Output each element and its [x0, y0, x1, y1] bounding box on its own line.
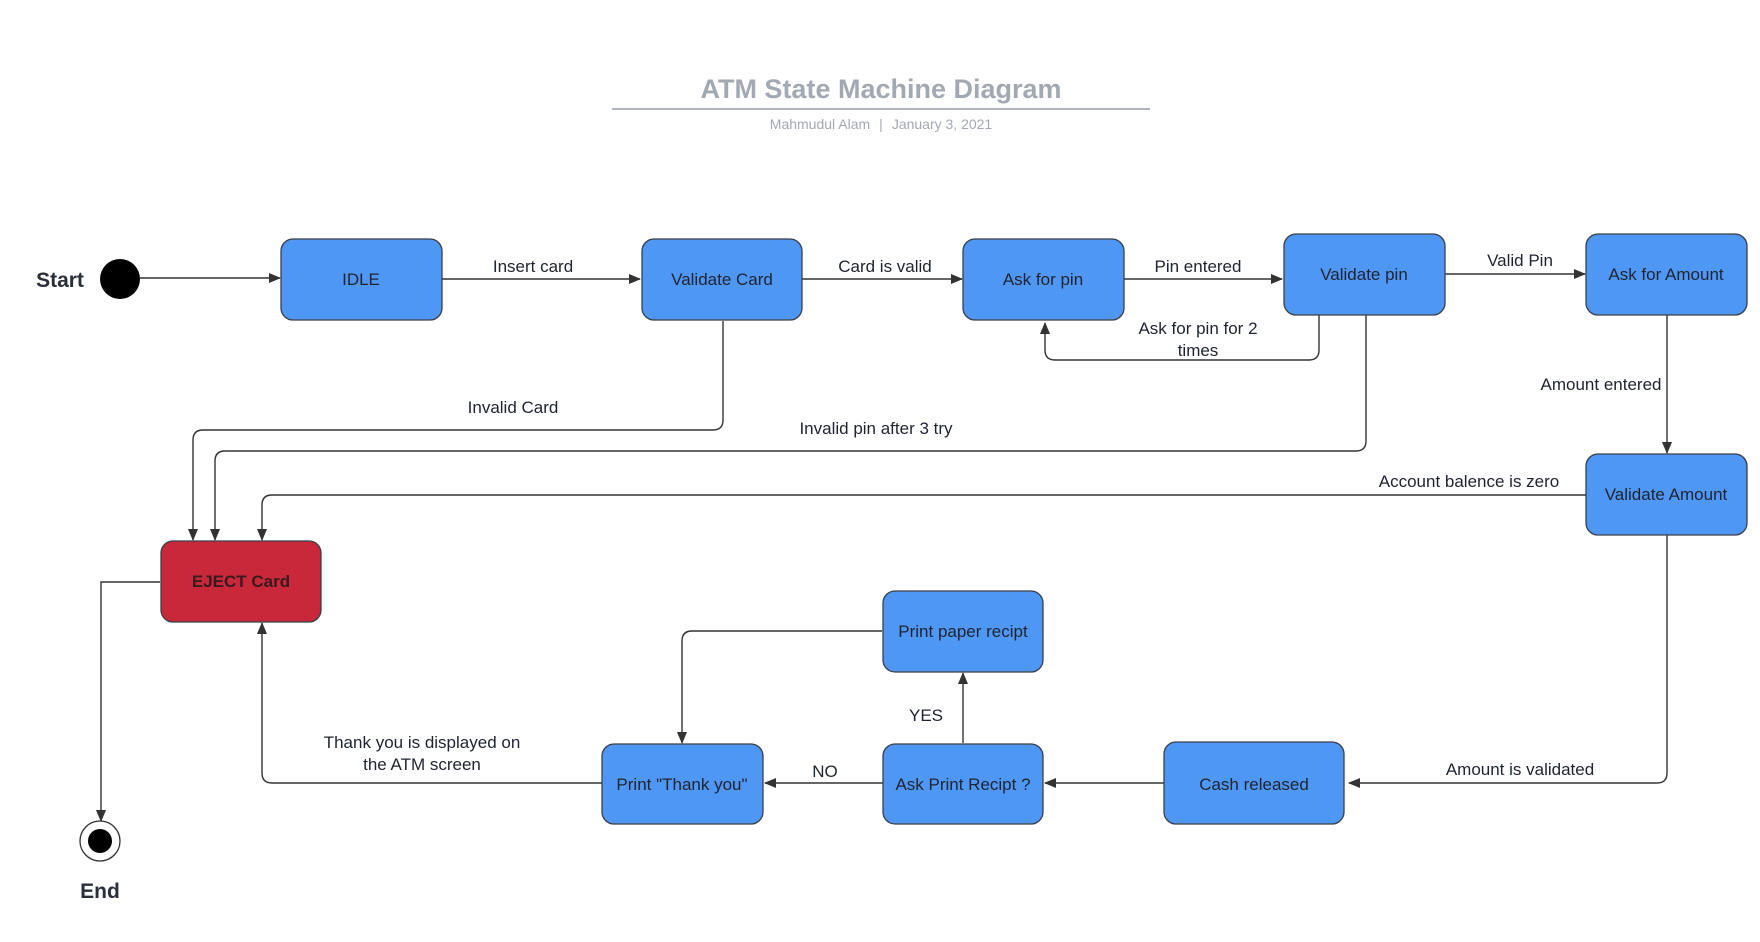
state-validate-card — [641, 238, 803, 321]
edge-amount-validated — [1348, 535, 1668, 788]
label-cash-released: Cash released — [1199, 775, 1309, 794]
label-ask-print: Ask Print Recipt ? — [895, 775, 1030, 794]
start-label: Start — [36, 269, 84, 292]
title-underline — [612, 108, 1150, 110]
label-retry-1: Ask for pin for 2 — [1138, 319, 1257, 338]
state-validate-amount — [1585, 453, 1748, 536]
end-label: End — [80, 880, 120, 903]
label-thank-2: the ATM screen — [363, 755, 481, 774]
label-card-valid: Card is valid — [838, 257, 932, 276]
label-pin-entered: Pin entered — [1155, 257, 1242, 276]
label-no: NO — [812, 762, 838, 781]
diagram-subtitle: Mahmudul Alam | January 3, 2021 — [612, 116, 1150, 132]
state-nodes — [160, 233, 1748, 825]
edge-invalid-card — [188, 321, 724, 541]
label-eject-card: EJECT Card — [192, 572, 290, 591]
label-invalid-pin: Invalid pin after 3 try — [799, 419, 953, 438]
label-amount-validated: Amount is validated — [1446, 760, 1594, 779]
state-validate-pin — [1283, 233, 1446, 316]
label-validate-amount: Validate Amount — [1605, 485, 1728, 504]
label-insert-card: Insert card — [493, 257, 573, 276]
label-idle: IDLE — [342, 270, 380, 289]
label-ask-pin: Ask for pin — [1003, 270, 1083, 289]
state-ask-print — [882, 743, 1044, 825]
label-yes: YES — [909, 706, 943, 725]
state-cash-released — [1163, 741, 1345, 825]
end-dot — [88, 829, 112, 853]
diagram-date: January 3, 2021 — [891, 116, 993, 132]
state-eject-card — [160, 540, 322, 623]
label-validate-card: Validate Card — [671, 270, 773, 289]
edge-validate-pin-retry — [1040, 315, 1320, 361]
state-labels: IDLE Validate Card Ask for pin Validate … — [192, 265, 1728, 794]
label-valid-pin: Valid Pin — [1487, 251, 1553, 270]
edge-balance-zero — [257, 494, 1589, 541]
state-print-paper — [882, 590, 1044, 673]
state-ask-pin — [962, 238, 1125, 321]
state-print-thank-you — [601, 743, 764, 825]
start-node — [100, 259, 140, 299]
label-balance-zero: Account balence is zero — [1379, 472, 1560, 491]
start-dot — [100, 259, 140, 299]
author-name: Mahmudul Alam — [769, 116, 871, 132]
subtitle-separator: | — [879, 116, 883, 132]
label-amount-entered: Amount entered — [1541, 375, 1662, 394]
transition-labels: Insert card Card is valid Pin entered Va… — [324, 251, 1662, 781]
end-node — [79, 820, 121, 862]
edge-paper-thank-you — [677, 630, 882, 744]
diagram-title: ATM State Machine Diagram — [700, 74, 1062, 104]
transition-lines — [96, 269, 1672, 822]
state-ask-amount — [1585, 233, 1748, 316]
edge-eject-end — [96, 581, 160, 822]
label-retry-2: times — [1178, 341, 1219, 360]
label-ask-amount: Ask for Amount — [1608, 265, 1724, 284]
state-idle — [280, 238, 443, 321]
label-print-thank-you: Print "Thank you" — [616, 775, 747, 794]
label-print-paper: Print paper recipt — [898, 622, 1028, 641]
terminal-labels: Start End — [36, 269, 120, 903]
edge-thank-you-eject — [257, 622, 602, 784]
label-thank-1: Thank you is displayed on — [324, 733, 521, 752]
edge-invalid-pin — [210, 315, 1367, 541]
label-validate-pin: Validate pin — [1320, 265, 1408, 284]
label-invalid-card: Invalid Card — [468, 398, 559, 417]
